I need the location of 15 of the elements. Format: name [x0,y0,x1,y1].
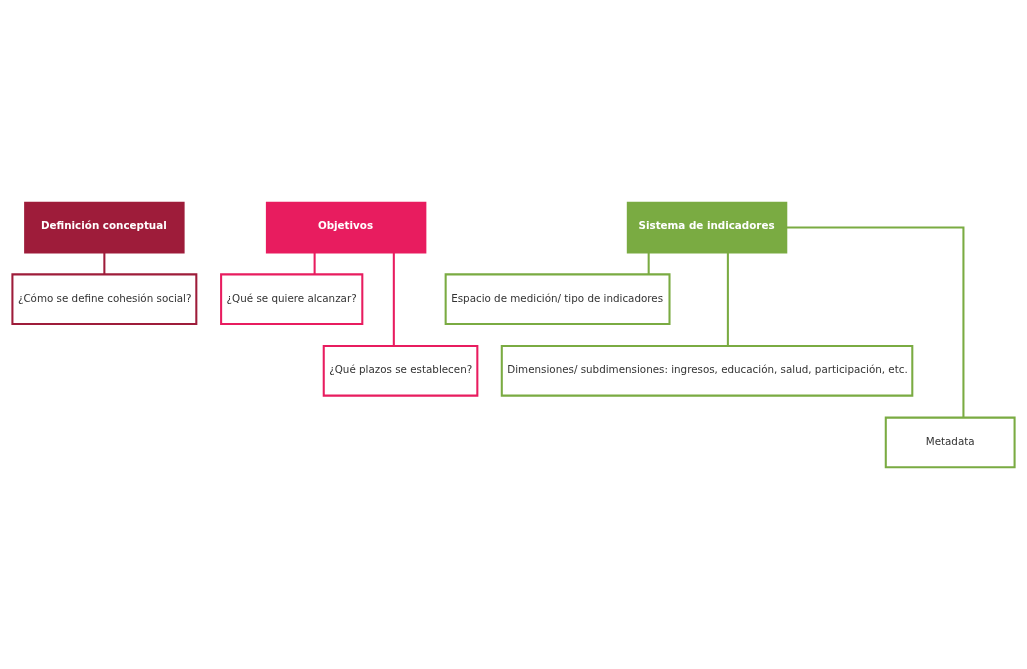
connector [647,251,650,274]
node-box: ¿Cómo se define cohesión social? [11,272,198,325]
connector [786,226,965,418]
node-box: ¿Qué plazos se establecen? [322,344,479,397]
connector [313,251,316,274]
node-box: Definición conceptual [24,201,185,253]
node-box: Metadata [884,416,1016,468]
node-box: Sistema de indicadores [626,201,788,253]
node-box: Objetivos [265,201,427,253]
connector [392,252,395,346]
connector [726,252,729,346]
node-box: ¿Qué se quiere alcanzar? [220,272,364,325]
node-box: Espacio de medición/ tipo de indicadores [444,272,671,325]
connector [103,251,106,274]
node-box: Dimensiones/ subdimensiones: ingresos, educación, salud, participación, etc. [500,344,914,397]
